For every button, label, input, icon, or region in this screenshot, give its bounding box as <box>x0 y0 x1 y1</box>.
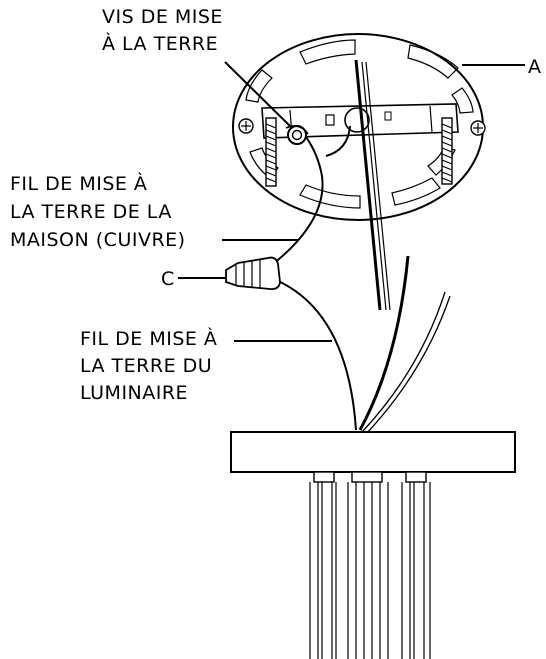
fixture-ground-label-line1: FIL DE MISE À <box>80 327 217 350</box>
fixture-wires <box>358 255 451 435</box>
leader-lines <box>178 61 525 342</box>
fixture-ground-label-line2: LA TERRE DU <box>80 355 212 377</box>
fixture-ground-label-line3: LUMINAIRE <box>80 382 188 404</box>
house-ground-label-line1: FIL DE MISE À <box>10 172 147 195</box>
fixture-ground-wire <box>275 279 357 431</box>
house-ground-label-line2: LA TERRE DE LA <box>10 201 172 223</box>
labels: VIS DE MISE À LA TERRE A FIL DE MISE À L… <box>10 6 542 404</box>
ground-screw-label-line1: VIS DE MISE <box>102 6 223 28</box>
wire-connector <box>225 256 281 291</box>
supply-wires <box>354 59 391 311</box>
ground-screw <box>285 125 309 145</box>
left-screw-head <box>238 118 254 134</box>
mounting-plate <box>232 33 486 221</box>
ground-screw-label-line2: À LA TERRE <box>102 32 218 55</box>
left-threaded-rod <box>265 117 277 187</box>
house-ground-wire <box>267 125 351 269</box>
callout-c: C <box>161 268 175 290</box>
callout-a: A <box>528 56 542 78</box>
house-ground-label-line3: MAISON (CUIVRE) <box>10 229 186 251</box>
right-screw-head <box>470 120 486 136</box>
fixture-body <box>230 431 516 659</box>
right-threaded-rod <box>441 117 453 185</box>
